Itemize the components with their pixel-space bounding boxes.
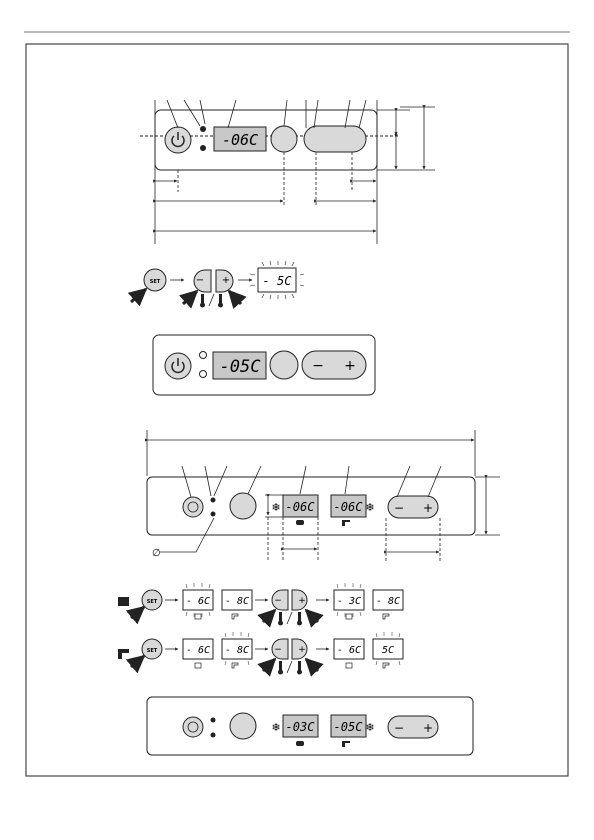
svg-text:SET: SET — [147, 599, 158, 605]
thermometer-icon — [278, 612, 302, 626]
svg-text:SET: SET — [150, 279, 161, 285]
display-readout: -06C — [222, 131, 258, 149]
svg-text:- 5C: - 5C — [263, 274, 293, 288]
svg-text:SET: SET — [147, 648, 158, 654]
round-button — [230, 713, 256, 739]
step-row-fridge: SET - 6C - 8C − + - 3C - 8C — [118, 583, 403, 626]
round-button — [271, 126, 297, 152]
snowflake-icon: ❄ — [365, 501, 374, 514]
svg-text:+: + — [423, 501, 433, 515]
snowflake-icon: ❄ — [271, 501, 280, 514]
power-button — [183, 717, 203, 737]
led-bottom — [211, 512, 216, 517]
press-arrow — [131, 289, 146, 302]
round-button — [270, 351, 298, 379]
svg-text:+: + — [298, 596, 306, 606]
freezer-symbol — [118, 649, 129, 659]
display-readout: -05C — [220, 357, 262, 377]
panel-4: ❄ -03C -05C ❄ − + — [147, 697, 473, 755]
svg-text:-05C: -05C — [334, 720, 364, 734]
svg-text:- 8C: - 8C — [376, 596, 400, 607]
diameter-symbol: ∅ — [152, 548, 161, 559]
led-top — [211, 718, 216, 723]
svg-text:−: − — [312, 358, 324, 374]
thermometer-icon — [200, 294, 223, 308]
led-bottom — [211, 733, 216, 738]
svg-text:+: + — [222, 275, 230, 286]
svg-text:−: − — [196, 275, 204, 286]
svg-text:+: + — [344, 358, 356, 374]
svg-text:-03C: -03C — [286, 720, 316, 734]
snowflake-icon: ❄ — [271, 721, 280, 734]
svg-text:−: − — [274, 596, 282, 606]
panel-3-dimensioned: -06C -06C ❄ ❄ − + ∅ — [147, 430, 500, 562]
svg-text:+: + — [348, 135, 356, 146]
fridge-icon — [296, 741, 304, 746]
svg-text:−: − — [394, 721, 404, 735]
svg-text:+: + — [423, 721, 433, 735]
svg-text:+: + — [298, 645, 306, 655]
svg-text:−: − — [274, 645, 282, 655]
led-top — [211, 498, 216, 503]
round-button — [230, 493, 256, 519]
step-row-freezer: SET - 6C - 8C − + - 6C 5C — [118, 632, 403, 675]
snowflake-icon: ❄ — [365, 721, 374, 734]
power-button — [183, 497, 203, 517]
led-bottom — [200, 145, 206, 151]
svg-text:- 8C: - 8C — [225, 645, 249, 656]
fridge-icon — [296, 520, 304, 525]
led-top — [200, 126, 206, 132]
svg-text:- 6C: - 6C — [337, 645, 361, 656]
svg-text:−: − — [314, 135, 322, 146]
svg-text:- 8C: - 8C — [225, 596, 249, 607]
svg-text:- 6C: - 6C — [186, 596, 210, 607]
panel-1-dimensioned: -06C — [140, 100, 435, 244]
svg-text:-06C: -06C — [286, 500, 316, 514]
svg-text:−: − — [394, 501, 404, 515]
svg-text:-06C: -06C — [334, 500, 364, 514]
led-bottom — [200, 371, 207, 378]
step-row-1: SET − + - 5C — [131, 261, 304, 308]
thermometer-icon — [278, 661, 302, 675]
svg-text:5C: 5C — [382, 645, 394, 656]
svg-text:- 6C: - 6C — [186, 645, 210, 656]
led-top — [200, 352, 207, 359]
svg-text:- 3C: - 3C — [337, 596, 361, 607]
panel-2: -05C − + — [153, 335, 375, 395]
fridge-symbol — [118, 597, 129, 606]
